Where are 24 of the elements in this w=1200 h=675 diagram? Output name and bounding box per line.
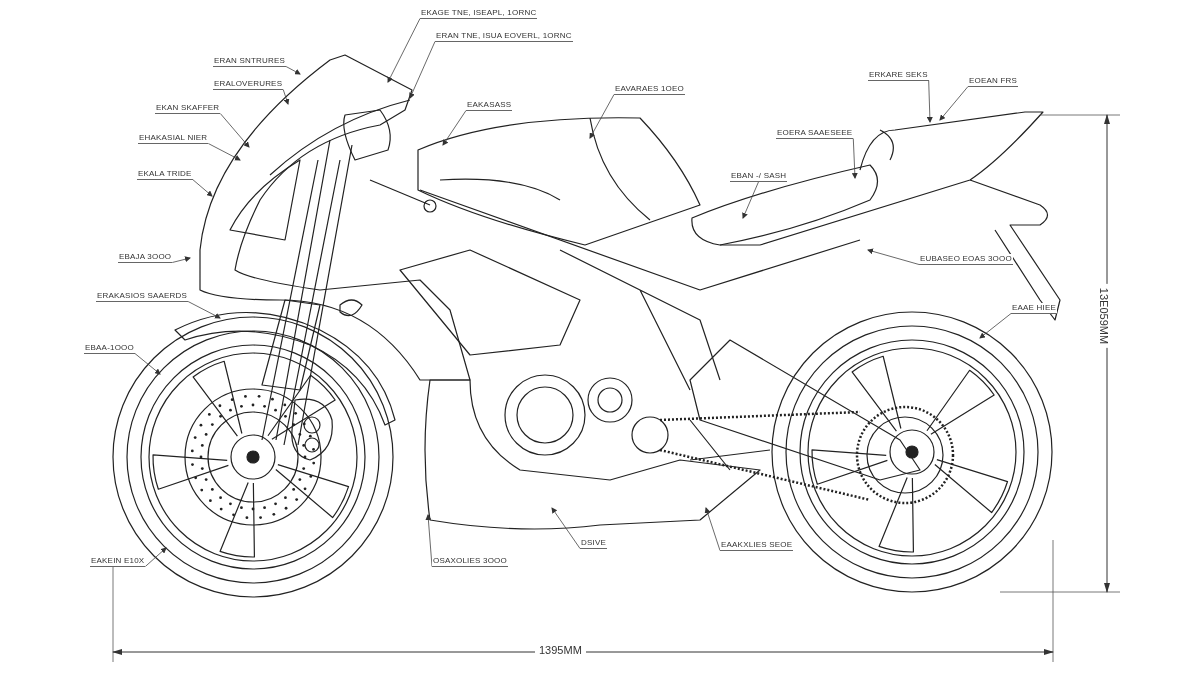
part-label: ERKARE SEKS xyxy=(868,70,929,81)
part-label: EUBASEO EOAS 3OOO xyxy=(919,254,1013,265)
dimension-label: 13E059MM xyxy=(1098,283,1111,349)
part-label: ERALOVERURES xyxy=(213,79,284,90)
part-label: EKAGE TNE, ISEAPL, 1ORNC xyxy=(420,8,538,19)
part-label: EKALA TRIDE xyxy=(137,169,193,180)
part-label: EBAA-1OOO xyxy=(84,343,135,354)
part-label: DSIVE xyxy=(580,538,607,549)
part-label: EBAN -/ SASH xyxy=(730,171,788,182)
part-label: ERAN SNTRURES xyxy=(213,56,287,67)
part-label: EAKEIN E10X xyxy=(90,556,146,567)
part-label: EAAE HIEE xyxy=(1011,303,1058,314)
part-label: ERAN TNE, ISUA EOVERL, 1ORNC xyxy=(435,31,573,42)
part-label: OSAXOLIES 3OOO xyxy=(432,556,508,567)
part-label: EBAJA 3OOO xyxy=(118,252,173,263)
dimension-label: 1395MM xyxy=(535,644,586,656)
part-label: EAKASASS xyxy=(466,100,513,111)
part-label: EOERA SAAESEEE xyxy=(776,128,854,139)
part-label: EHAKASIAL NIER xyxy=(138,133,209,144)
part-label: EOEAN FRS xyxy=(968,76,1019,87)
part-label: ERAKASIOS SAAERDS xyxy=(96,291,189,302)
part-label: EAAKXLIES SEOE xyxy=(720,540,794,551)
part-label: EKAN SKAFFER xyxy=(155,103,221,114)
part-label: EAVARAES 1OEO xyxy=(614,84,685,95)
